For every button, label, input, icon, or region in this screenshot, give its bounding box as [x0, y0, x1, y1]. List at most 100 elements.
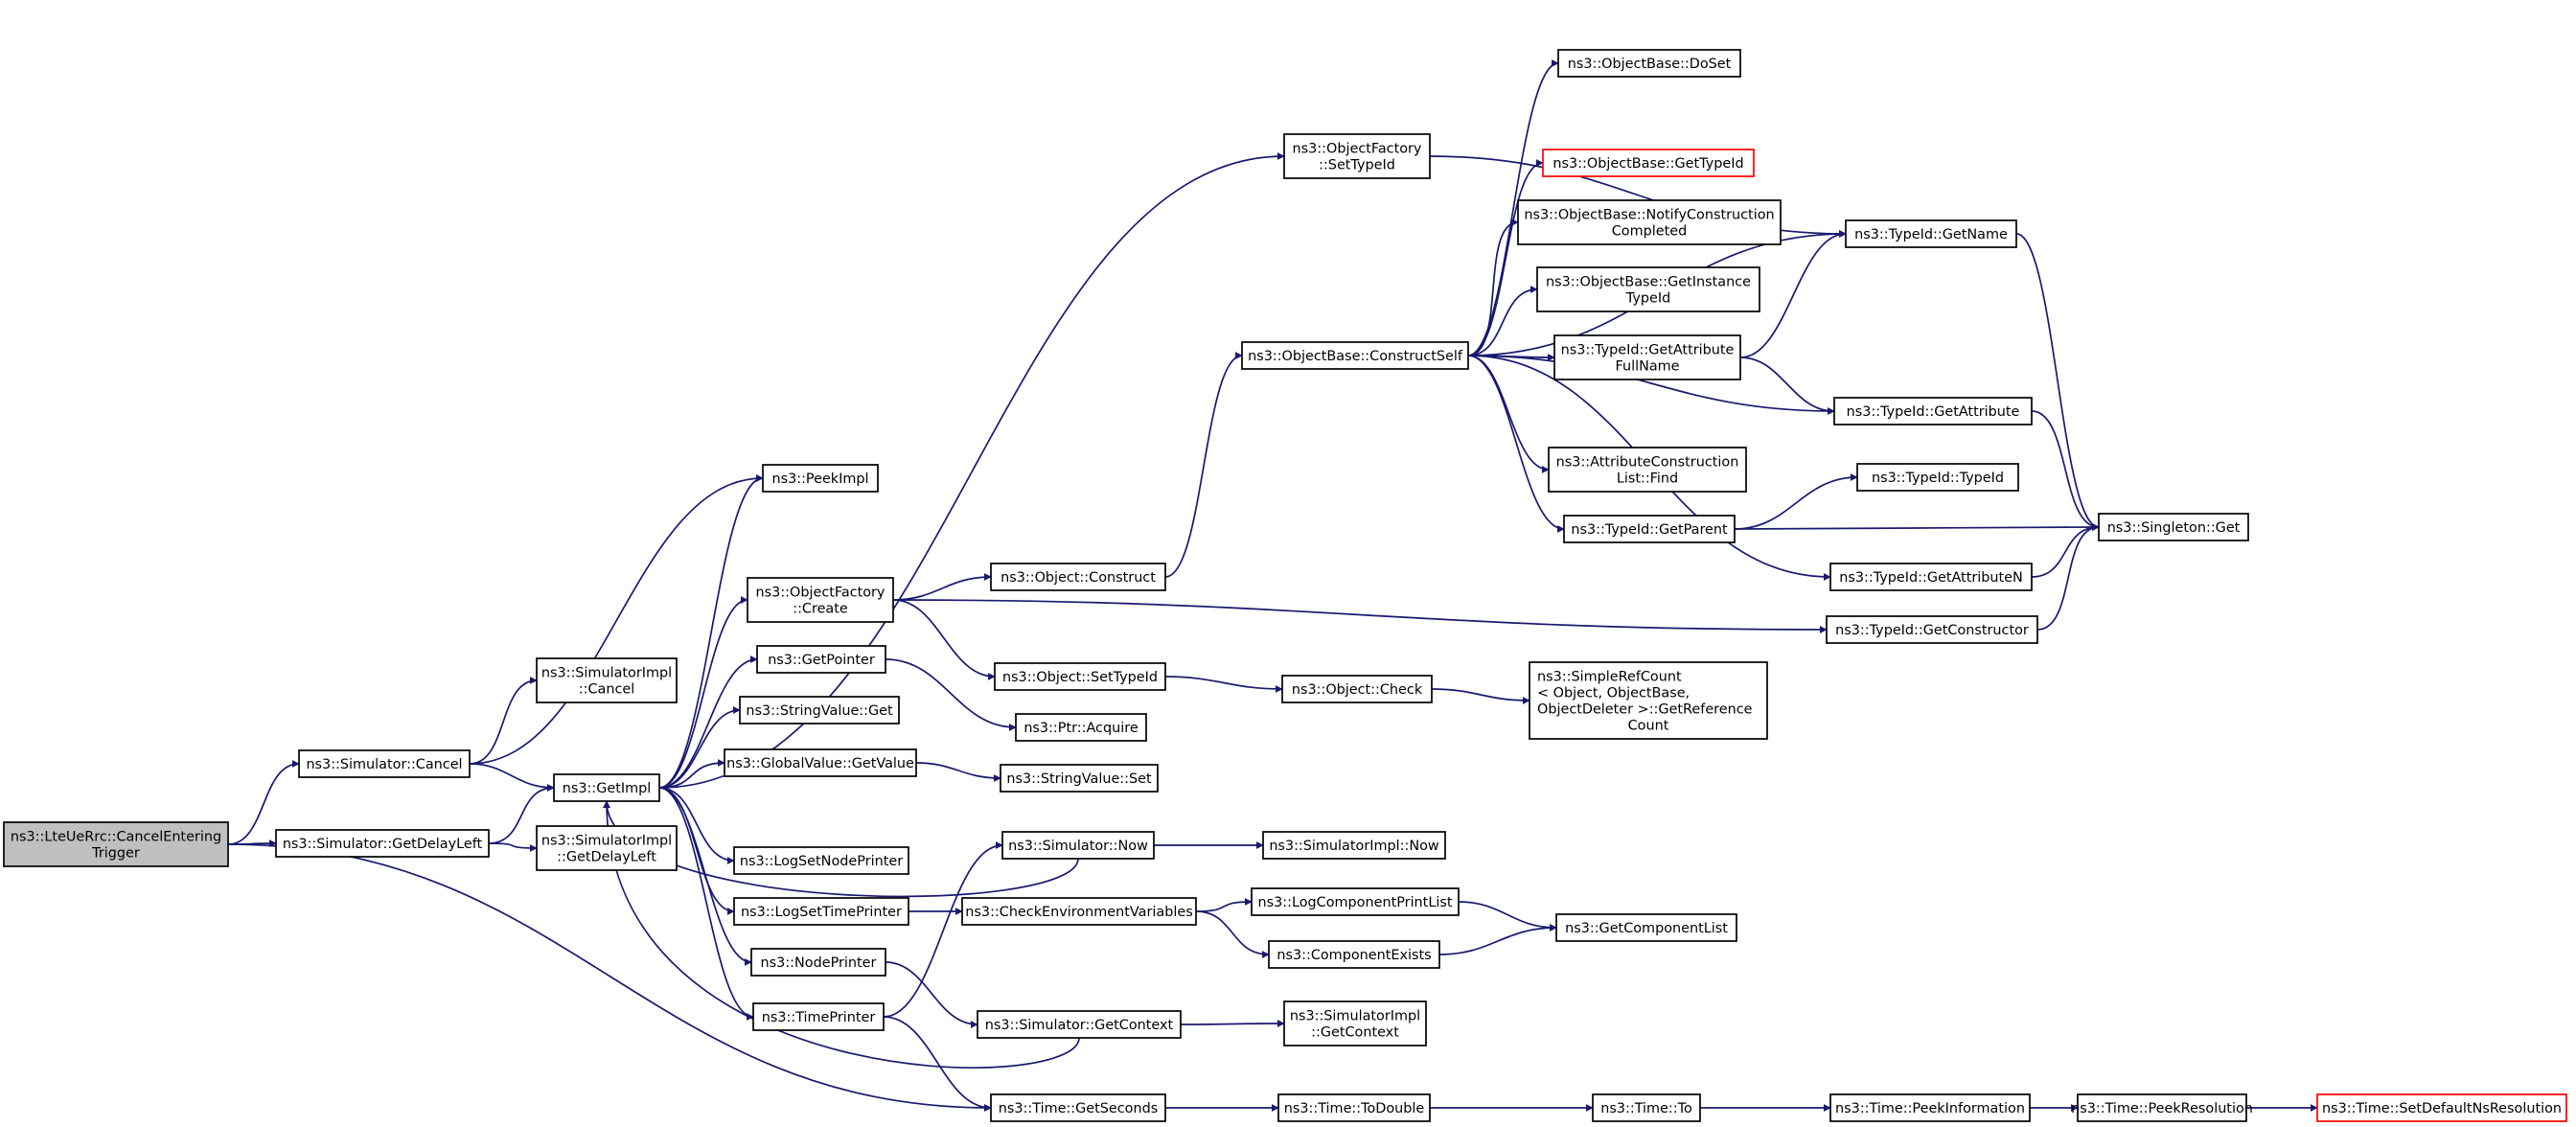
function-node-box	[1000, 764, 1159, 793]
function-node-label: < Object, ObjectBase,	[1537, 686, 1690, 702]
function-node-label: ns3::ObjectFactory	[1293, 142, 1422, 157]
function-node-box	[536, 657, 678, 703]
call-edge-n25-n38	[1467, 355, 1565, 533]
function-node-n42[interactable]: ns3::TypeId::GetName	[1845, 219, 2017, 248]
function-node-n23[interactable]: ns3::Simulator::GetContext	[977, 1010, 1182, 1039]
call-edge-n38-n44	[1734, 473, 1858, 530]
function-node-n48[interactable]: ns3::Singleton::Get	[2098, 513, 2249, 541]
function-node-n13[interactable]: ns3::LogSetTimePrinter	[733, 897, 909, 926]
function-node-label: ns3::Singleton::Get	[2107, 520, 2241, 536]
call-edge-n25-n37	[1467, 355, 1550, 473]
function-node-box	[1241, 341, 1469, 370]
function-node-label: ns3::Time::PeekInformation	[1835, 1101, 2025, 1116]
function-node-n47[interactable]: ns3::Time::PeekInformation	[1829, 1093, 2031, 1122]
function-node-n24[interactable]: ns3::Time::GetSeconds	[990, 1093, 1166, 1122]
function-node-n49[interactable]: ns3::Time::PeekResolution	[2071, 1093, 2253, 1122]
function-node-label: ns3::StringValue::Set	[1006, 771, 1152, 787]
function-node-box	[739, 696, 900, 724]
function-node-box	[733, 846, 909, 875]
function-node-label: ns3::SimpleRefCount	[1537, 670, 1682, 685]
function-node-n38[interactable]: ns3::TypeId::GetParent	[1563, 515, 1736, 543]
call-edge-n43-n48	[2031, 410, 2100, 531]
function-node-n30[interactable]: ns3::SimulatorImpl::GetContext	[1283, 1000, 1427, 1046]
function-node-n50[interactable]: ns3::Time::SetDefaultNsResolution	[2316, 1093, 2567, 1122]
function-node-n27[interactable]: ns3::SimulatorImpl::Now	[1262, 831, 1446, 860]
call-edge-n23-n5	[603, 800, 1080, 1069]
function-node-box	[747, 577, 894, 623]
call-edge-n25-n35	[1467, 286, 1538, 356]
function-node-label: ns3::Simulator::Now	[1008, 839, 1148, 854]
function-node-box	[961, 897, 1197, 926]
function-node-n11[interactable]: ns3::GlobalValue::GetValue	[724, 748, 917, 777]
call-edge-n15-n21	[883, 841, 1003, 1018]
function-node-label: ns3::ObjectBase::GetInstance	[1546, 275, 1751, 290]
function-node-n5[interactable]: ns3::GetImpl	[553, 773, 660, 802]
function-node-box	[1251, 887, 1460, 916]
function-node-n28[interactable]: ns3::LogComponentPrintList	[1251, 887, 1460, 916]
function-node-label: ns3::Time::PeekResolution	[2071, 1101, 2253, 1116]
function-node-box	[1283, 133, 1431, 179]
function-node-label: List::Find	[1617, 472, 1678, 487]
function-node-box	[1283, 1000, 1427, 1046]
function-node-n6[interactable]: ns3::SimulatorImpl::GetDelayLeft	[536, 825, 678, 871]
function-node-n32[interactable]: ns3::ObjectBase::DoSet	[1557, 49, 1741, 78]
call-edge-n25-n32	[1467, 59, 1559, 356]
function-node-n14[interactable]: ns3::NodePrinter	[750, 948, 886, 977]
call-edge-n5-n10	[658, 706, 741, 789]
function-node-n7[interactable]: ns3::PeekImpl	[762, 464, 879, 493]
function-node-label: ::GetDelayLeft	[557, 850, 656, 865]
function-node-box	[1845, 219, 2017, 248]
function-node-box	[733, 897, 909, 926]
function-node-n41[interactable]: ns3::Time::To	[1592, 1093, 1701, 1122]
function-node-label: ns3::CheckEnvironmentVariables	[965, 905, 1192, 920]
call-edge-n25-n43	[1467, 355, 1835, 415]
function-node-label: ns3::TypeId::GetAttributeN	[1839, 570, 2023, 586]
function-node-n43[interactable]: ns3::TypeId::GetAttribute	[1833, 397, 2033, 426]
function-node-box	[1826, 615, 2038, 644]
function-node-n16[interactable]: ns3::ObjectFactory::SetTypeId	[1283, 133, 1431, 179]
function-node-n34[interactable]: ns3::ObjectBase::NotifyConstructionCompl…	[1517, 199, 1782, 245]
function-node-n45[interactable]: ns3::TypeId::GetAttributeN	[1829, 563, 2033, 591]
function-node-label: ns3::ObjectBase::DoSet	[1568, 57, 1732, 72]
function-node-n3[interactable]: ns3::Simulator::GetDelayLeft	[275, 829, 490, 858]
function-node-n2[interactable]: ns3::Simulator::Cancel	[298, 749, 471, 778]
function-node-n8[interactable]: ns3::ObjectFactory::Create	[747, 577, 894, 623]
call-edge-n25-n34	[1467, 218, 1519, 356]
function-node-n39[interactable]: ns3::SimpleRefCount< Object, ObjectBase,…	[1529, 661, 1768, 740]
function-node-box	[2316, 1093, 2567, 1122]
function-node-box	[990, 1093, 1166, 1122]
function-node-label: ns3::NodePrinter	[761, 955, 877, 971]
function-node-n20[interactable]: ns3::StringValue::Set	[1000, 764, 1159, 793]
function-node-n26[interactable]: ns3::Object::Check	[1281, 675, 1433, 703]
function-node-n33[interactable]: ns3::ObjectBase::GetTypeId	[1542, 149, 1755, 177]
call-edge-n36-n43	[1739, 356, 1835, 415]
call-edge-n17-n25	[1164, 352, 1243, 578]
function-node-label: ns3::LogComponentPrintList	[1258, 895, 1453, 910]
function-node-n25[interactable]: ns3::ObjectBase::ConstructSelf	[1241, 341, 1469, 370]
function-node-n21[interactable]: ns3::Simulator::Now	[1001, 831, 1155, 860]
function-node-n17[interactable]: ns3::Object::Construct	[990, 563, 1166, 591]
function-node-n15[interactable]: ns3::TimePrinter	[752, 1002, 885, 1031]
function-node-n46[interactable]: ns3::TypeId::GetConstructor	[1826, 615, 2038, 644]
function-node-box	[1563, 515, 1736, 543]
function-node-label: ObjectDeleter >::GetReference	[1537, 702, 1753, 718]
function-node-n40[interactable]: ns3::GetComponentList	[1555, 913, 1737, 942]
function-node-n12[interactable]: ns3::LogSetNodePrinter	[733, 846, 909, 875]
function-node-n19[interactable]: ns3::Ptr::Acquire	[1015, 713, 1147, 742]
function-node-n29[interactable]: ns3::ComponentExists	[1268, 940, 1440, 969]
function-node-box	[762, 464, 879, 493]
function-node-n4[interactable]: ns3::SimulatorImpl::Cancel	[536, 657, 678, 703]
function-node-n18[interactable]: ns3::Object::SetTypeId	[994, 662, 1166, 691]
function-node-n31[interactable]: ns3::Time::ToDouble	[1277, 1093, 1431, 1122]
function-node-n9[interactable]: ns3::GetPointer	[756, 645, 886, 674]
call-edge-n14-n23	[885, 961, 978, 1028]
function-node-n10[interactable]: ns3::StringValue::Get	[739, 696, 900, 724]
call-edge-n45-n48	[2031, 523, 2100, 578]
function-node-n22[interactable]: ns3::CheckEnvironmentVariables	[961, 897, 1197, 926]
function-node-label: ns3::ObjectBase::NotifyConstruction	[1524, 208, 1774, 223]
function-node-n44[interactable]: ns3::TypeId::TypeId	[1856, 463, 2019, 492]
